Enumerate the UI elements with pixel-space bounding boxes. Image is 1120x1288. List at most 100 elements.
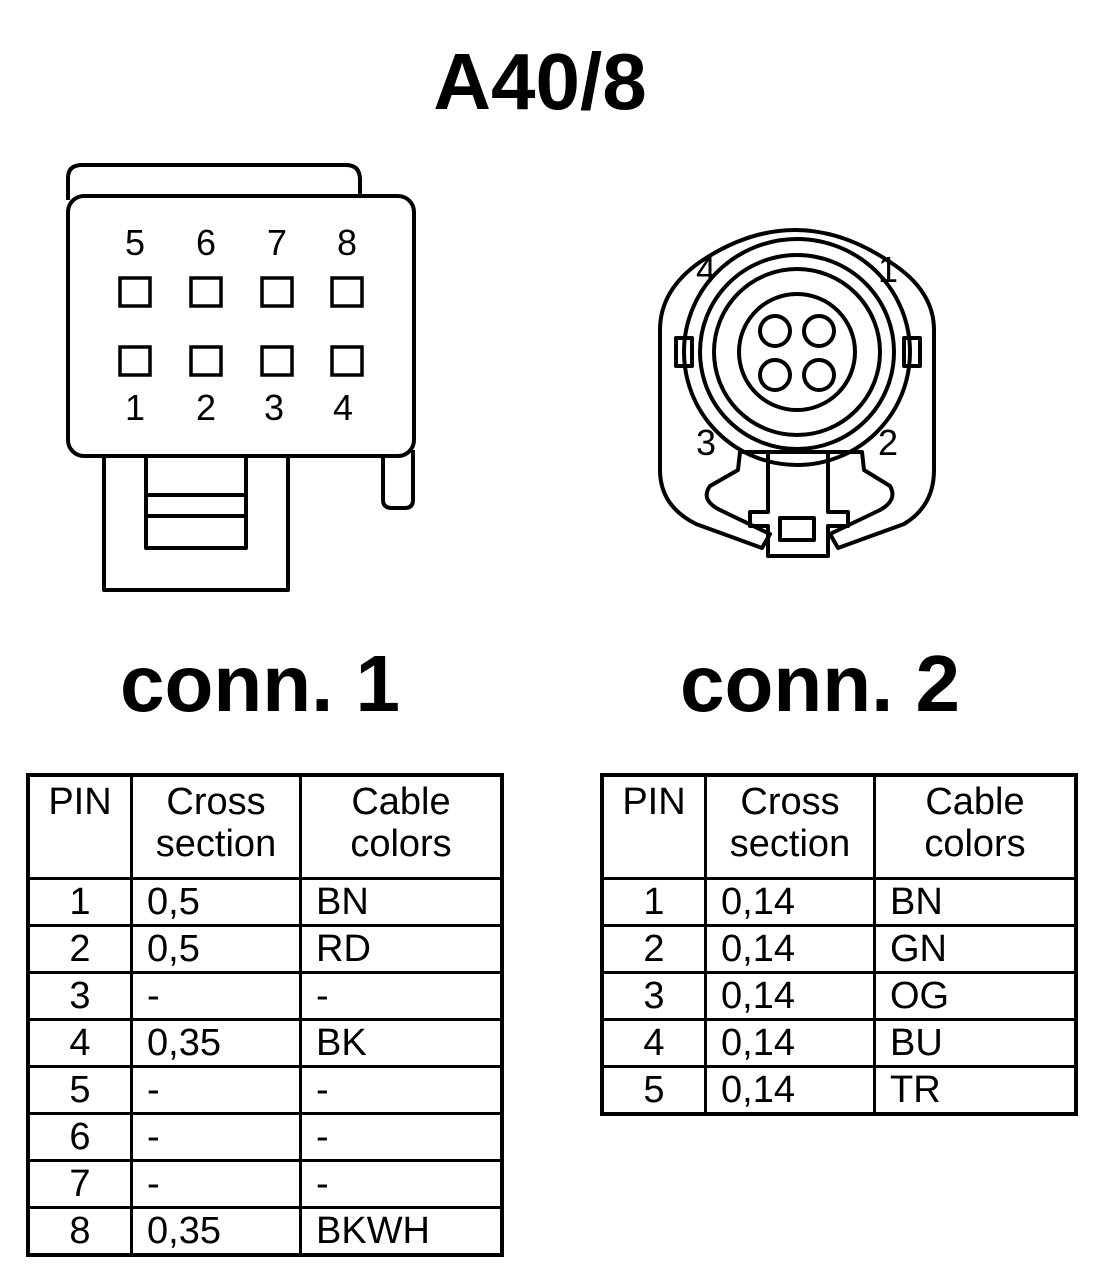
conn2-pin-number-2: 2 [878, 422, 898, 463]
pin-cell: 8 [26, 1206, 133, 1257]
cavity-6 [189, 276, 223, 308]
contact-bottom-right [802, 358, 836, 392]
pin-cell: 3 [600, 971, 707, 1021]
pin-cell: 1 [26, 877, 133, 927]
header-cable-colors-line2: colors [350, 823, 452, 865]
cross-section-cell: - [130, 1112, 302, 1162]
cross-section-cell: - [130, 971, 302, 1021]
connector-2-label: conn. 2 [679, 639, 961, 728]
header-cable-colors: Cable colors [299, 773, 504, 880]
table-header-row: PIN Cross section Cable colors [26, 773, 504, 880]
cross-section-cell: 0,35 [130, 1018, 302, 1068]
pin-number-4: 4 [333, 387, 353, 428]
pin-number-1: 1 [125, 387, 145, 428]
pin-cell: 2 [26, 924, 133, 974]
cavity-1 [118, 345, 152, 377]
cross-section-cell: 0,35 [130, 1206, 302, 1257]
conn2-pin-number-3: 3 [696, 422, 716, 463]
header-cable-colors-line2: colors [924, 823, 1026, 865]
cross-section-cell: - [130, 1159, 302, 1209]
header-cable-colors: Cable colors [873, 773, 1078, 880]
cross-section-cell: 0,14 [704, 877, 876, 927]
connector-1-drawing: 5 6 7 8 1 2 3 4 [66, 163, 416, 592]
cross-section-cell: 0,5 [130, 924, 302, 974]
pin-cell: 3 [26, 971, 133, 1021]
cross-section-cell: - [130, 1065, 302, 1115]
header-cross-section-line2: section [729, 823, 851, 865]
cross-section-cell: 0,14 [704, 1065, 876, 1116]
header-pin: PIN [600, 773, 707, 880]
contact-top-right [802, 314, 836, 348]
cavity-2 [189, 345, 223, 377]
header-pin: PIN [26, 773, 133, 880]
pin-number-3: 3 [264, 387, 284, 428]
cable-color-cell: - [299, 1159, 504, 1209]
pin-number-5: 5 [125, 222, 145, 263]
table-row: 5-- [26, 1065, 504, 1115]
pin-cell: 2 [600, 924, 707, 974]
cable-color-cell: - [299, 1112, 504, 1162]
cavity-4 [330, 345, 364, 377]
header-cross-section-line2: section [155, 823, 277, 865]
pin-number-6: 6 [196, 222, 216, 263]
pin-cell: 4 [26, 1018, 133, 1068]
conn2-pin-number-4: 4 [696, 249, 716, 290]
cross-section-cell: 0,14 [704, 924, 876, 974]
pin-cell: 5 [600, 1065, 707, 1116]
pin-cell: 6 [26, 1112, 133, 1162]
table-header-row: PIN Cross section Cable colors [600, 773, 1078, 880]
connector-1-label: conn. 1 [119, 639, 401, 728]
cable-color-cell: TR [873, 1065, 1078, 1116]
cable-color-cell: BU [873, 1018, 1078, 1068]
table-row: 3-- [26, 971, 504, 1021]
cable-color-cell: OG [873, 971, 1078, 1021]
cavity-3 [260, 345, 294, 377]
cavity-5 [118, 276, 152, 308]
header-cross-section: Cross section [704, 773, 876, 880]
header-cross-section-line1: Cross [166, 781, 266, 823]
connector-2-contacts [758, 314, 836, 392]
cross-section-cell: 0,14 [704, 1018, 876, 1068]
header-cross-section: Cross section [130, 773, 302, 880]
header-cable-colors-line1: Cable [351, 781, 451, 823]
contact-bottom-left [758, 358, 792, 392]
cable-color-cell: RD [299, 924, 504, 974]
cable-color-cell: BKWH [299, 1206, 504, 1257]
diagram-title: A40/8 [433, 37, 647, 126]
pin-cell: 7 [26, 1159, 133, 1209]
cable-color-cell: - [299, 971, 504, 1021]
cable-color-cell: BK [299, 1018, 504, 1068]
cavity-7 [260, 276, 294, 308]
cable-color-cell: - [299, 1065, 504, 1115]
table-row: 7-- [26, 1159, 504, 1209]
table-row: 6-- [26, 1112, 504, 1162]
cable-color-cell: BN [873, 877, 1078, 927]
pin-cell: 1 [600, 877, 707, 927]
cable-color-cell: BN [299, 877, 504, 927]
pin-cell: 4 [600, 1018, 707, 1068]
cable-color-cell: GN [873, 924, 1078, 974]
cavity-8 [330, 276, 364, 308]
header-cable-colors-line1: Cable [925, 781, 1025, 823]
pin-number-2: 2 [196, 387, 216, 428]
contact-top-left [758, 314, 792, 348]
connector-2-drawing: 4 1 3 2 [658, 228, 936, 558]
connector-1-cavities [118, 276, 364, 377]
pin-cell: 5 [26, 1065, 133, 1115]
cross-section-cell: 0,14 [704, 971, 876, 1021]
pin-number-8: 8 [337, 222, 357, 263]
pin-number-7: 7 [267, 222, 287, 263]
